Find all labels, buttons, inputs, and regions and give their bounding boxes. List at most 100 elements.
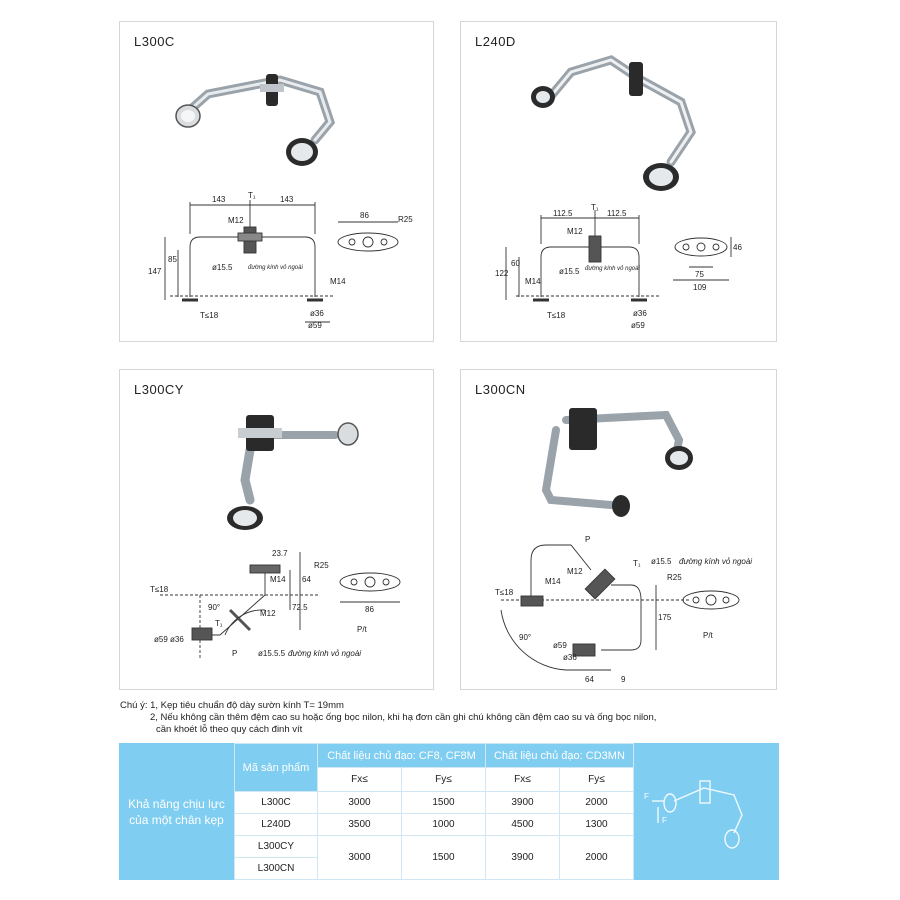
dim-r25: R25 [667,573,682,582]
fx-cd3mn: 4500 [484,813,560,836]
fy-header-1: Fy≤ [400,767,486,792]
load-capacity-table: Khả năng chịu lực của một chân kẹp Mã sả… [119,743,779,880]
table-row: L300CY 3000 1500 3900 2000 [234,835,635,880]
dim-m14: M14 [545,577,561,586]
dim-m12: M12 [228,216,244,225]
l300cy-photo [227,415,359,530]
table-row: L300C 3000 1500 3900 2000 [234,791,635,814]
panel-title: L300C [134,34,175,49]
dim-86: 86 [360,211,369,220]
dim-m14: M14 [330,277,346,286]
l300cn-photo [541,408,693,517]
dim-t18: T≤18 [150,585,169,594]
dim-143-left: 143 [212,195,226,204]
fy-cf8: 1500 [400,835,486,880]
panel-title: L240D [475,34,516,49]
dim-m12: M12 [567,227,583,236]
panel-title: L300CY [134,382,184,397]
fx-header-2: Fx≤ [484,767,560,792]
force-diagram-panel: F F [634,743,779,880]
force-p-arrow: P/t [703,631,714,640]
product-code: L300CN [234,857,318,880]
dim-112-5-left: 112.5 [553,209,573,218]
fx-cf8: 3000 [317,835,402,880]
dim-phi15-5: ø15.5 [651,557,672,566]
dim-m14: M14 [525,277,541,286]
dim-r25: R25 [314,561,329,570]
fx-header-1: Fx≤ [317,767,402,792]
dim-phi59: ø59 [154,635,168,644]
l300c-tech [164,200,399,323]
note-1: Chú ý: 1, Kẹp tiêu chuẩn độ dày sườn kín… [120,700,344,711]
table-row: L300CN [234,857,634,880]
panel-title: L300CN [475,382,526,397]
dim-23-7: 23.7 [272,549,288,558]
col-product-header: Mã sản phẩm [234,743,318,792]
dim-t1: T₁ [248,191,256,200]
dim-phi15-5: ø15.5 [559,267,580,276]
dim-t18: T≤18 [200,311,219,320]
dim-143-right: 143 [280,195,294,204]
product-code: L300C [234,791,318,814]
dim-147: 147 [148,267,162,276]
spec-table: Mã sản phẩm Chất liệu chủ đạo: CF8, CF8M… [234,743,635,880]
l300cy-drawing: 23.7 M14 64 T≤18 72.5 90° T₁ M12 ø59 ø36… [150,415,401,660]
dim-phi36: ø36 [310,309,324,318]
dim-64: 64 [585,675,594,684]
dim-r25: R25 [398,215,413,224]
dim-122: 122 [495,269,509,278]
dim-112-5-right: 112.5 [607,209,627,218]
dim-m14: M14 [270,575,286,584]
dim-72-5: 72.5 [292,603,308,612]
dim-46: 46 [733,243,742,252]
dim-9: 9 [621,675,626,684]
dim-phi36: ø36 [633,309,647,318]
group-cf8-header: Chất liệu chủ đạo: CF8, CF8M [317,743,486,768]
dim-t18: T≤18 [495,588,514,597]
notes: Chú ý: 1, Kẹp tiêu chuẩn độ dày sườn kín… [120,700,780,736]
l240d-drawing: 112.5 112.5 T₁ M12 60 122 ø15.5 đường kí… [495,55,742,330]
fy-cd3mn: 1300 [558,813,635,836]
glass-diameter-label: đường kính vỏ ngoài [248,264,303,271]
dim-phi59: ø59 [553,641,567,650]
fx-cd3mn: 3900 [484,791,560,814]
dim-phi15-5: ø15.5 [212,263,233,272]
dim-phi59: ø59 [631,321,645,330]
fy-header-2: Fy≤ [558,767,635,792]
dim-m12: M12 [567,567,583,576]
l300c-drawing: 143 143 T₁ M12 85 147 ø15.5 đường kính v… [148,74,413,330]
dim-90: 90° [208,603,220,612]
l240d-tech [505,210,732,302]
force-diagram: F F [644,780,743,849]
dim-t1: T₁ [591,203,599,212]
force-p-arrow: P/t [357,625,368,634]
dim-phi59: ø59 [308,321,322,330]
force-p: P [232,649,237,658]
dim-t1: T₁ [633,559,641,568]
dim-phi36: ø36 [170,635,184,644]
l240d-photo [531,55,696,191]
table-row: L240D 3500 1000 4500 1300 [234,813,635,836]
fx-cf8: 3500 [317,813,402,836]
fy-cd3mn: 2000 [558,835,635,880]
dim-t18: T≤18 [547,311,566,320]
fy-cd3mn: 2000 [558,791,635,814]
fy-cf8: 1500 [400,791,486,814]
dim-60: 60 [511,259,520,268]
glass-diameter-label: đường kính vỏ ngoài [585,265,640,272]
dim-t1: T₁ [215,619,223,628]
l300c-photo [175,74,336,166]
dim-175: 175 [658,613,672,622]
dim-phi15-5: ø15.5.5 [258,649,286,658]
dim-90: 90° [519,633,531,642]
fy-arrow-label: F [662,816,667,825]
dim-75: 75 [695,270,704,279]
product-panel-l300cy: L300CY 23.7 M14 64 T≤18 [119,369,434,690]
force-p: P [585,535,590,544]
group-cd3mn-header: Chất liệu chủ đạo: CD3MN [484,743,635,768]
dim-phi36: ø36 [563,653,577,662]
note-3: cần khoét lỗ theo quy cách đinh vít [156,724,303,735]
product-code: L240D [234,813,318,836]
glass-diameter-label: đường kính vỏ ngoài [288,649,361,658]
note-2: 2, Nếu không cần thêm đệm cao su hoặc ốn… [150,712,657,723]
